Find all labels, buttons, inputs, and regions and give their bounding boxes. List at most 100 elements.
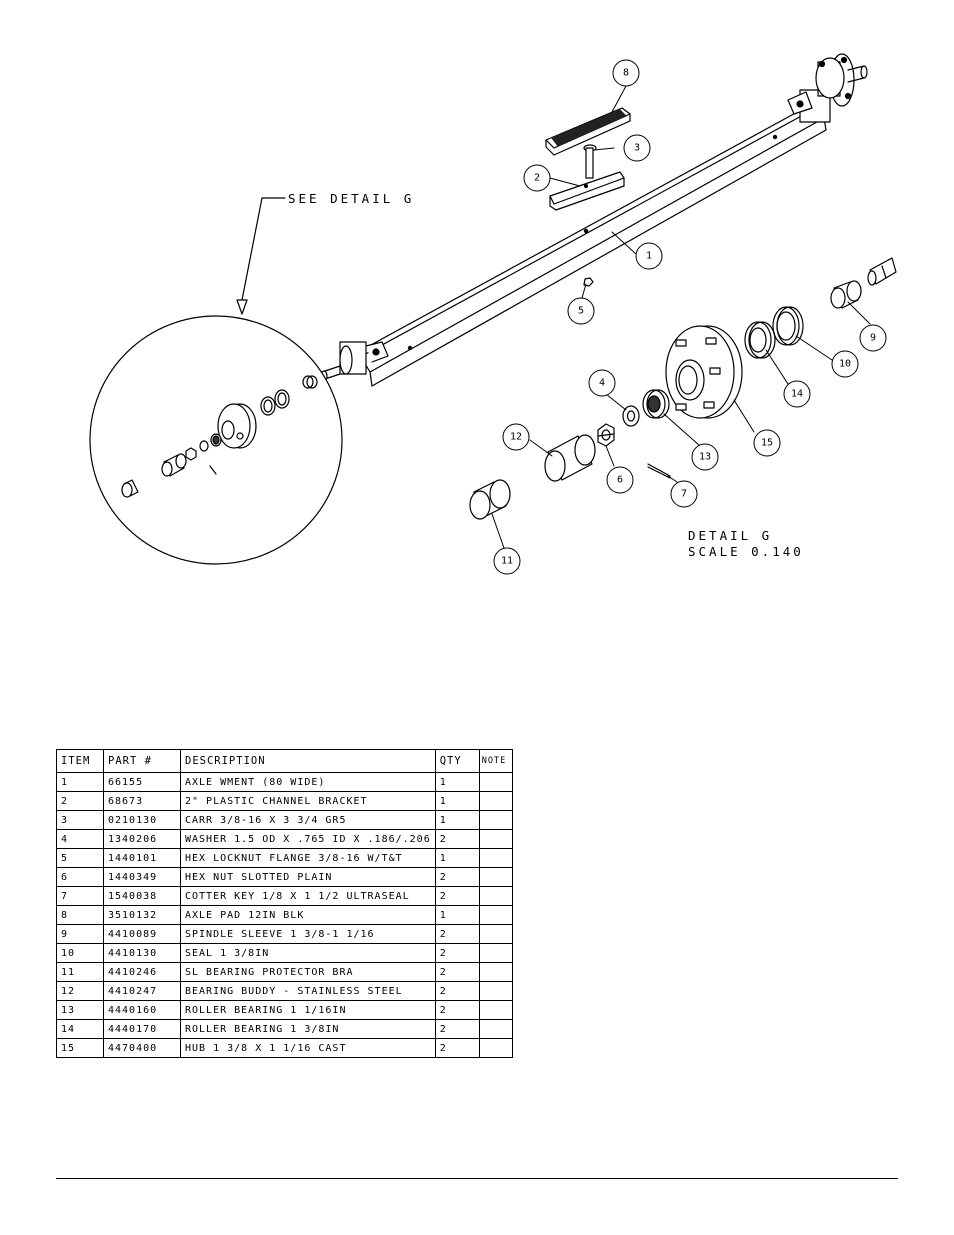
bom-cell-note <box>478 829 513 849</box>
bom-cell-note <box>478 772 513 792</box>
bom-cell-item: 1 <box>56 772 104 792</box>
balloon-14: 14 <box>791 389 803 400</box>
detail-scale: SCALE 0.140 <box>688 544 804 559</box>
bom-cell-qty: 2 <box>434 943 480 963</box>
detail-title: DETAIL G <box>688 528 772 543</box>
bom-cell-part: 1540038 <box>103 886 181 906</box>
bom-cell-part: 4410089 <box>103 924 181 944</box>
bom-header-description: DESCRIPTION <box>180 749 436 773</box>
bom-cell-description: BEARING BUDDY - STAINLESS STEEL <box>180 981 436 1001</box>
axle-pad <box>545 107 631 156</box>
bom-cell-item: 4 <box>56 829 104 849</box>
bom-cell-qty: 2 <box>434 1038 480 1058</box>
bom-cell-qty: 2 <box>434 829 480 849</box>
roller-bearing-large <box>744 321 776 359</box>
bom-cell-note <box>478 867 513 887</box>
cotter-key <box>647 463 671 479</box>
balloon-1: 1 <box>646 251 652 262</box>
bearing-protector <box>469 479 511 520</box>
bom-cell-note <box>478 943 513 963</box>
bom-cell-qty: 1 <box>434 810 480 830</box>
slotted-hex-nut <box>597 423 615 447</box>
bom-cell-part: 4410130 <box>103 943 181 963</box>
bom-cell-item: 11 <box>56 962 104 982</box>
balloon-13: 13 <box>699 452 711 463</box>
bom-cell-description: AXLE PAD 12IN BLK <box>180 905 436 925</box>
balloon-8: 8 <box>623 68 629 79</box>
balloon-12: 12 <box>510 432 522 443</box>
bom-cell-item: 8 <box>56 905 104 925</box>
balloon-2: 2 <box>534 173 540 184</box>
balloon-10: 10 <box>839 359 851 370</box>
bom-cell-description: SL BEARING PROTECTOR BRA <box>180 962 436 982</box>
bom-cell-description: CARR 3/8-16 X 3 3/4 GR5 <box>180 810 436 830</box>
bom-cell-note <box>478 886 513 906</box>
bom-cell-part: 1440101 <box>103 848 181 868</box>
bom-cell-qty: 1 <box>434 848 480 868</box>
spindle-sleeve <box>830 280 862 309</box>
bom-cell-qty: 2 <box>434 1000 480 1020</box>
bom-cell-qty: 2 <box>434 962 480 982</box>
bom-cell-description: COTTER KEY 1/8 X 1 1/2 ULTRASEAL <box>180 886 436 906</box>
bearing-buddy <box>544 434 596 482</box>
bom-cell-item: 3 <box>56 810 104 830</box>
bom-cell-qty: 1 <box>434 905 480 925</box>
bom-cell-item: 14 <box>56 1019 104 1039</box>
bom-cell-note <box>478 848 513 868</box>
bom-cell-note <box>478 962 513 982</box>
spindle-tip <box>867 257 897 286</box>
bom-cell-description: HEX LOCKNUT FLANGE 3/8-16 W/T&T <box>180 848 436 868</box>
bom-cell-item: 7 <box>56 886 104 906</box>
balloon-9: 9 <box>870 333 876 344</box>
bom-cell-qty: 2 <box>434 981 480 1001</box>
bom-cell-part: 68673 <box>103 791 181 811</box>
balloon-7: 7 <box>681 489 687 500</box>
bom-cell-item: 15 <box>56 1038 104 1058</box>
balloon-5: 5 <box>578 306 584 317</box>
bom-cell-qty: 2 <box>434 886 480 906</box>
bom-cell-part: 1440349 <box>103 867 181 887</box>
balloon-11: 11 <box>501 556 513 567</box>
bom-cell-note <box>478 1038 513 1058</box>
bom-cell-note <box>478 791 513 811</box>
bom-cell-description: SEAL 1 3/8IN <box>180 943 436 963</box>
footer-rule <box>56 1178 898 1179</box>
bom-cell-description: SPINDLE SLEEVE 1 3/8-1 1/16 <box>180 924 436 944</box>
bom-cell-description: 2" PLASTIC CHANNEL BRACKET <box>180 791 436 811</box>
bom-header-row: ITEM PART # DESCRIPTION QTY NOTE <box>56 749 513 773</box>
bom-cell-note <box>478 905 513 925</box>
bom-cell-qty: 1 <box>434 772 480 792</box>
bom-cell-part: 4410247 <box>103 981 181 1001</box>
bom-header-note: NOTE <box>478 749 513 773</box>
bom-cell-description: ROLLER BEARING 1 3/8IN <box>180 1019 436 1039</box>
bom-cell-part: 4470400 <box>103 1038 181 1058</box>
channel-bracket <box>549 171 625 211</box>
bom-cell-part: 3510132 <box>103 905 181 925</box>
bom-header-item: ITEM <box>56 749 104 773</box>
bom-cell-qty: 2 <box>434 1019 480 1039</box>
bom-cell-note <box>478 924 513 944</box>
bom-cell-part: 4440160 <box>103 1000 181 1020</box>
bom-cell-item: 10 <box>56 943 104 963</box>
balloon-6: 6 <box>617 475 623 486</box>
balloon-3: 3 <box>634 143 640 154</box>
see-detail-label: SEE DETAIL G <box>288 191 414 206</box>
bom-cell-description: ROLLER BEARING 1 1/16IN <box>180 1000 436 1020</box>
bom-cell-item: 6 <box>56 867 104 887</box>
bom-cell-item: 2 <box>56 791 104 811</box>
bom-cell-note <box>478 1000 513 1020</box>
balloon-15: 15 <box>761 438 773 449</box>
bom-header-qty: QTY <box>434 749 480 773</box>
bom-cell-description: WASHER 1.5 OD X .765 ID X .186/.206 <box>180 829 436 849</box>
